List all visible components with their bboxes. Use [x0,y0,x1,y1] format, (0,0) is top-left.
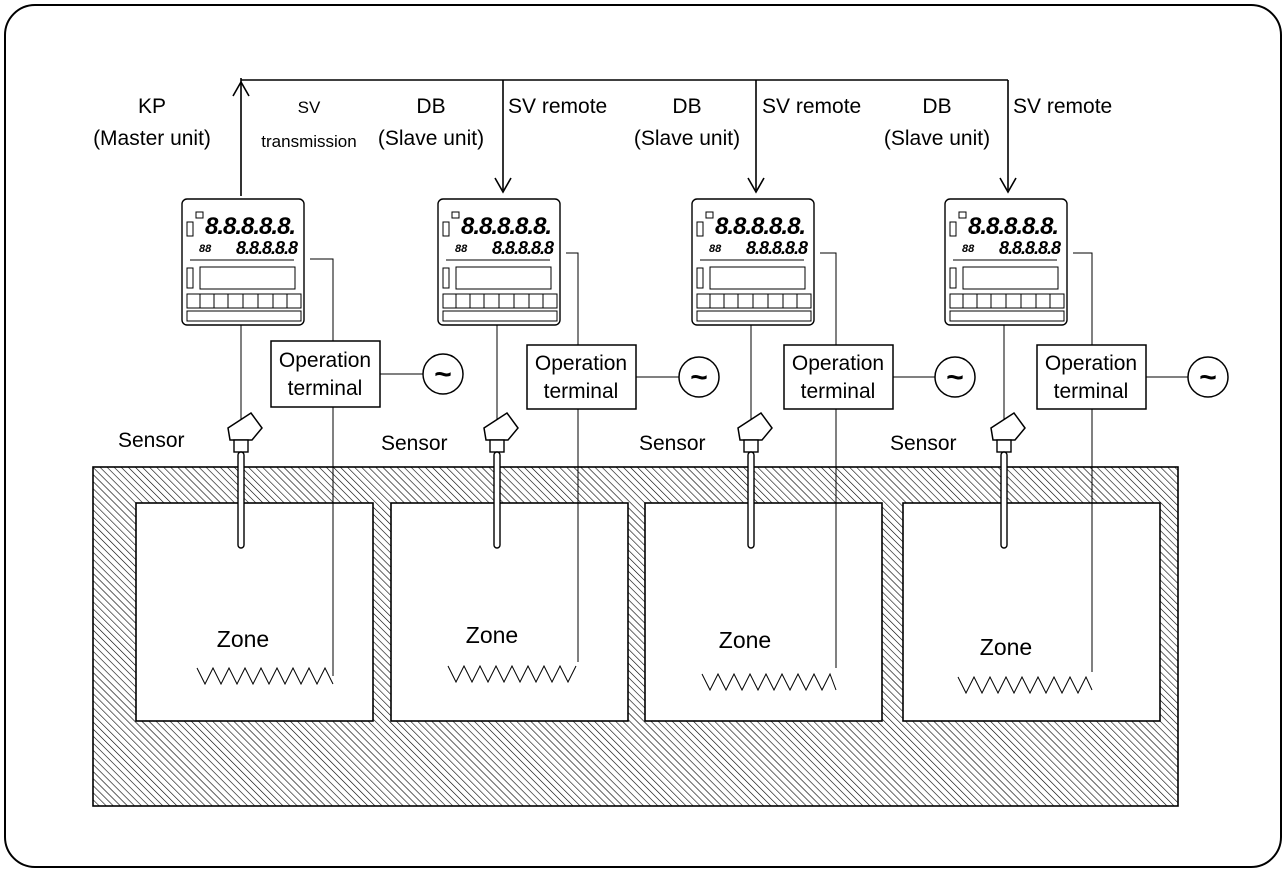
slave-label-2: DB (Slave unit) SV remote [634,95,861,150]
operation-terminal-2-line1: Operation [535,352,627,375]
controller-2: 8.8.8.8.8. 88 8.8.8.8.8 [437,198,561,326]
slave-2-role: (Slave unit) [634,127,740,150]
operation-terminal-1-line1: Operation [279,349,371,372]
heater-2-wire [566,252,579,662]
slave-label-3: DB (Slave unit) SV remote [884,95,1112,150]
operation-terminal-1-box [270,340,381,408]
controller-4: 8.8.8.8.8. 88 8.8.8.8.8 [944,198,1068,326]
zone-4-label: Zone [980,634,1032,660]
slave-2-name: DB [672,95,701,118]
slave-1-role: (Slave unit) [378,127,484,150]
heater-4-icon [957,675,1093,695]
operation-terminal-4-line1: Operation [1045,352,1137,375]
slave-label-1: DB (Slave unit) SV remote [378,95,607,150]
operation-terminal-1-line2: terminal [288,377,363,400]
ac-symbol-2: ~ [690,361,708,394]
sensor-4-label: Sensor [890,432,957,455]
operation-terminal-3-line2: terminal [801,380,876,403]
operation-terminal-4-box [1036,344,1147,410]
zone-chamber-1 [135,502,374,722]
controller-4-small-display: 88 [962,243,975,255]
ac-symbol-3: ~ [946,361,964,394]
sensor-3-label: Sensor [639,432,706,455]
controller-3-sv-display: 8.8.8.8.8 [746,238,808,258]
sv-transmission-line1: SV [298,98,321,117]
sensor-2-icon [483,411,519,549]
zone-unit-1: 8.8.8.8.8. 88 8.8.8.8.8 Operation termin… [118,198,464,686]
sensor-3-icon [737,411,773,549]
ac-power-1-icon [422,353,464,395]
zone-unit-2: 8.8.8.8.8. 88 8.8.8.8.8 Operation termin… [381,198,720,684]
slave-3-sv-remote: SV remote [1013,95,1112,118]
slave-1-sv-remote: SV remote [508,95,607,118]
heater-1-wire [310,258,334,676]
zone-chamber-4 [902,502,1161,722]
controller-3-small-display: 88 [709,243,722,255]
master-label: KP (Master unit) SV transmission [93,95,357,151]
controller-1-pv-display: 8.8.8.8.8. [205,213,295,240]
slave-3-name: DB [922,95,951,118]
controller-2-sv-display: 8.8.8.8.8 [492,238,554,258]
ac-symbol-1: ~ [434,358,452,391]
controller-4-pv-display: 8.8.8.8.8. [968,213,1058,240]
zone-3-label: Zone [719,627,771,653]
controller-1-sv-display: 8.8.8.8.8 [236,238,298,258]
heater-2-icon [447,664,577,684]
controller-1-small-display: 88 [199,243,212,255]
sensor-1-label: Sensor [118,429,185,452]
master-name: KP [138,95,166,118]
operation-terminal-4-line2: terminal [1054,380,1129,403]
heater-1-icon [196,666,334,686]
sensor-2-label: Sensor [381,432,448,455]
zone-unit-3: 8.8.8.8.8. 88 8.8.8.8.8 Operation termin… [639,198,976,692]
zone-unit-4: 8.8.8.8.8. 88 8.8.8.8.8 Operation termin… [890,198,1229,695]
controller-2-pv-display: 8.8.8.8.8. [461,213,551,240]
heater-3-wire [820,252,837,668]
operation-terminal-2-line2: terminal [544,380,619,403]
operation-terminal-3-line1: Operation [792,352,884,375]
controller-2-small-display: 88 [455,243,468,255]
sv-transmission-line2: transmission [261,132,356,151]
zone-2-label: Zone [466,622,518,648]
master-role: (Master unit) [93,127,211,150]
sensor-1-icon [227,411,263,549]
sensor-4-icon [990,411,1026,549]
heater-4-wire [1073,252,1093,672]
zone-chamber-2 [390,502,629,722]
ac-power-2-icon [678,356,720,398]
controller-3: 8.8.8.8.8. 88 8.8.8.8.8 [691,198,815,326]
zone-chambers [135,502,1161,722]
ac-symbol-4: ~ [1199,361,1217,394]
ac-power-4-icon [1187,356,1229,398]
slave-2-sv-remote: SV remote [762,95,861,118]
zone-chamber-3 [644,502,883,722]
controller-1: 8.8.8.8.8. 88 8.8.8.8.8 [181,198,305,326]
controller-3-pv-display: 8.8.8.8.8. [715,213,805,240]
zone-1-label: Zone [217,626,269,652]
slave-1-name: DB [416,95,445,118]
controller-4-sv-display: 8.8.8.8.8 [999,238,1061,258]
sv-transmission-bus [232,78,1017,196]
slave-3-role: (Slave unit) [884,127,990,150]
ac-power-3-icon [934,356,976,398]
heater-3-icon [701,672,837,692]
